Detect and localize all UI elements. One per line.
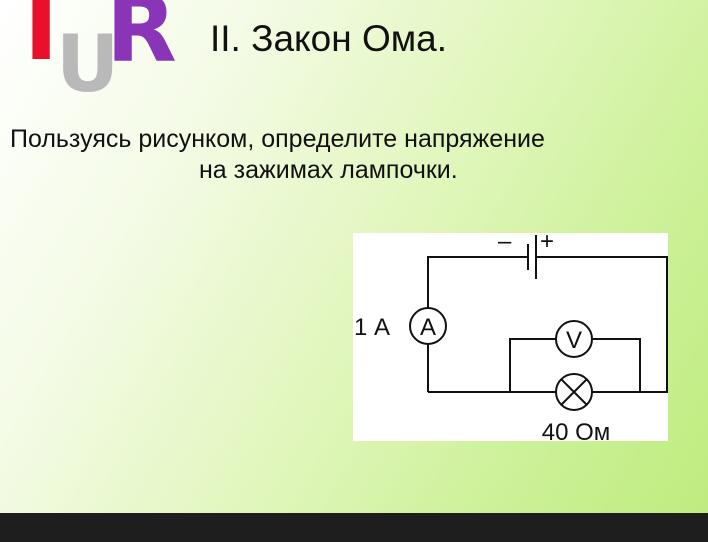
wire-top-left xyxy=(427,256,528,392)
voltmeter-symbol: V xyxy=(566,327,582,354)
task-line-1: Пользуясь рисунком, определите напряжени… xyxy=(10,125,545,153)
wire-voltmeter-branch xyxy=(509,338,641,392)
task-text: Пользуясь рисунком, определите напряжени… xyxy=(10,124,674,186)
task-line-2: на зажимах лампочки. xyxy=(199,156,458,184)
current-label: 1 А xyxy=(354,314,390,341)
lamp-resistance-label: 40 Ом xyxy=(542,419,611,441)
battery-plus-label: + xyxy=(540,233,554,255)
circuit-svg: – + 1 А A V 40 Ом xyxy=(354,233,668,441)
battery-symbol xyxy=(527,235,537,279)
slide-title: II. Закон Ома. xyxy=(210,18,448,59)
ammeter-circle xyxy=(409,307,447,345)
logo: I U R xyxy=(0,0,200,110)
logo-letter-i: I xyxy=(24,0,59,81)
circuit-diagram: – + 1 А A V 40 Ом xyxy=(353,233,668,441)
logo-letter-r: R xyxy=(106,0,177,83)
wire-top-right xyxy=(428,256,668,393)
bottom-bar xyxy=(0,513,708,542)
lamp-symbol xyxy=(555,373,593,411)
battery-minus-label: – xyxy=(498,233,512,255)
logo-letter-u: U xyxy=(56,20,120,110)
voltmeter-circle xyxy=(555,320,593,358)
ammeter-symbol: A xyxy=(420,314,436,341)
